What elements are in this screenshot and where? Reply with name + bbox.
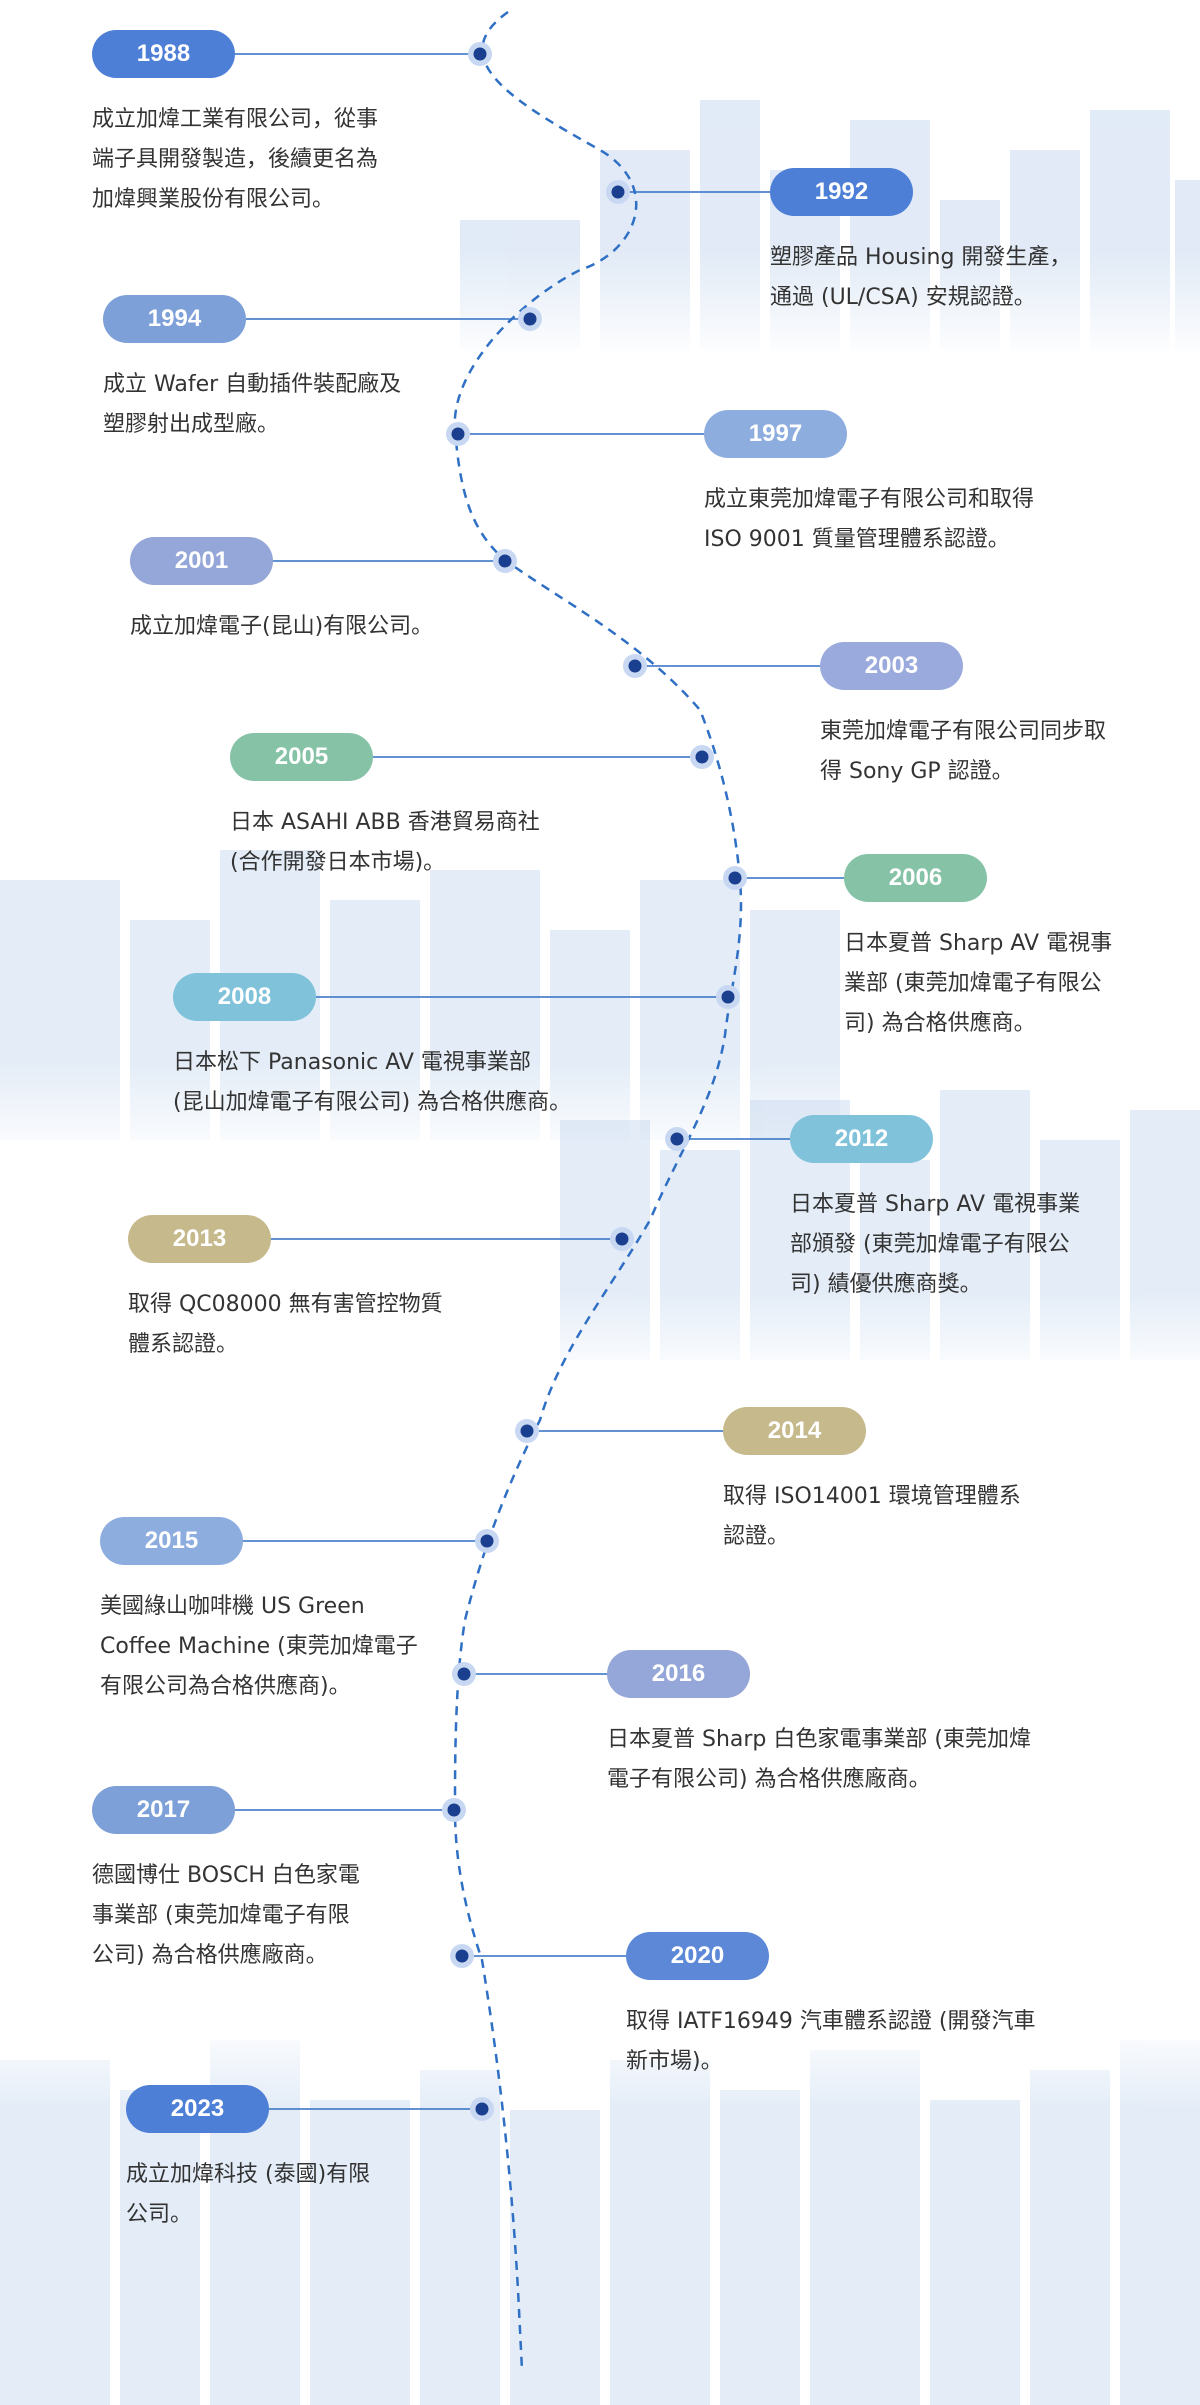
event-description: 取得 ISO14001 環境管理體系 認證。	[723, 1484, 1021, 1549]
year-badge: 1988	[92, 30, 235, 78]
event-description: 德國博仕 BOSCH 白色家電 事業部 (東莞加煒電子有限 公司) 為合格供應廠…	[92, 1863, 360, 1968]
timeline-dot-2005	[695, 750, 709, 764]
year-badge: 1994	[103, 295, 246, 343]
timeline-dot-2014	[520, 1424, 534, 1438]
year-badge: 2020	[626, 1932, 769, 1980]
event-description: 日本 ASAHI ABB 香港貿易商社 (合作開發日本市場)。	[230, 810, 540, 875]
event-description: 塑膠產品 Housing 開發生產， 通過 (UL/CSA) 安規認證。	[770, 245, 1072, 310]
timeline-dot-2008	[721, 990, 735, 1004]
timeline-dot-2015	[480, 1534, 494, 1548]
year-badge: 1997	[704, 410, 847, 458]
timeline-dot-1997	[451, 427, 465, 441]
timeline-dot-2006	[728, 871, 742, 885]
timeline-dot-2001	[498, 554, 512, 568]
event-description: 日本松下 Panasonic AV 電視事業部 (昆山加煒電子有限公司) 為合格…	[173, 1050, 572, 1115]
year-badge: 2003	[820, 642, 963, 690]
timeline-dot-2013	[615, 1232, 629, 1246]
year-badge: 2015	[100, 1517, 243, 1565]
event-description: 成立東莞加煒電子有限公司和取得 ISO 9001 質量管理體系認證。	[704, 487, 1035, 552]
year-badge: 2014	[723, 1407, 866, 1455]
year-badge: 2023	[126, 2085, 269, 2133]
year-badge: 2001	[130, 537, 273, 585]
year-badge: 2016	[607, 1650, 750, 1698]
event-description: 成立加煒電子(昆山)有限公司。	[130, 614, 434, 639]
event-description: 美國綠山咖啡機 US Green Coffee Machine (東莞加煒電子 …	[100, 1594, 418, 1699]
timeline-dot-2023	[475, 2102, 489, 2116]
event-description: 成立加煒工業有限公司，從事 端子具開發製造，後續更名為 加煒興業股份有限公司。	[92, 107, 379, 212]
event-description: 日本夏普 Sharp 白色家電事業部 (東莞加煒 電子有限公司) 為合格供應廠商…	[607, 1727, 1031, 1792]
event-description: 成立加煒科技 (泰國)有限 公司。	[126, 2162, 371, 2227]
year-badge: 2005	[230, 733, 373, 781]
year-badge: 1992	[770, 168, 913, 216]
event-description: 取得 IATF16949 汽車體系認證 (開發汽車 新市場)。	[626, 2009, 1036, 2074]
event-description: 取得 QC08000 無有害管控物質 體系認證。	[128, 1292, 443, 1357]
timeline-dot-2020	[455, 1949, 469, 1963]
event-description: 日本夏普 Sharp AV 電視事 業部 (東莞加煒電子有限公 司) 為合格供應…	[844, 931, 1113, 1036]
year-badge: 2013	[128, 1215, 271, 1263]
timeline-dot-2017	[447, 1803, 461, 1817]
year-badge: 2012	[790, 1115, 933, 1163]
year-badge: 2008	[173, 973, 316, 1021]
timeline-dot-1992	[611, 185, 625, 199]
timeline-dot-1994	[523, 312, 537, 326]
timeline-dot-2003	[628, 659, 642, 673]
year-badge: 2006	[844, 854, 987, 902]
timeline-dot-1988	[473, 47, 487, 61]
timeline-dot-2016	[457, 1667, 471, 1681]
event-description: 成立 Wafer 自動插件裝配廠及 塑膠射出成型廠。	[103, 372, 402, 437]
year-badge: 2017	[92, 1786, 235, 1834]
event-description: 日本夏普 Sharp AV 電視事業 部頒發 (東莞加煒電子有限公 司) 績優供…	[790, 1192, 1081, 1297]
timeline-dot-2012	[670, 1132, 684, 1146]
event-description: 東莞加煒電子有限公司同步取 得 Sony GP 認證。	[820, 719, 1107, 784]
